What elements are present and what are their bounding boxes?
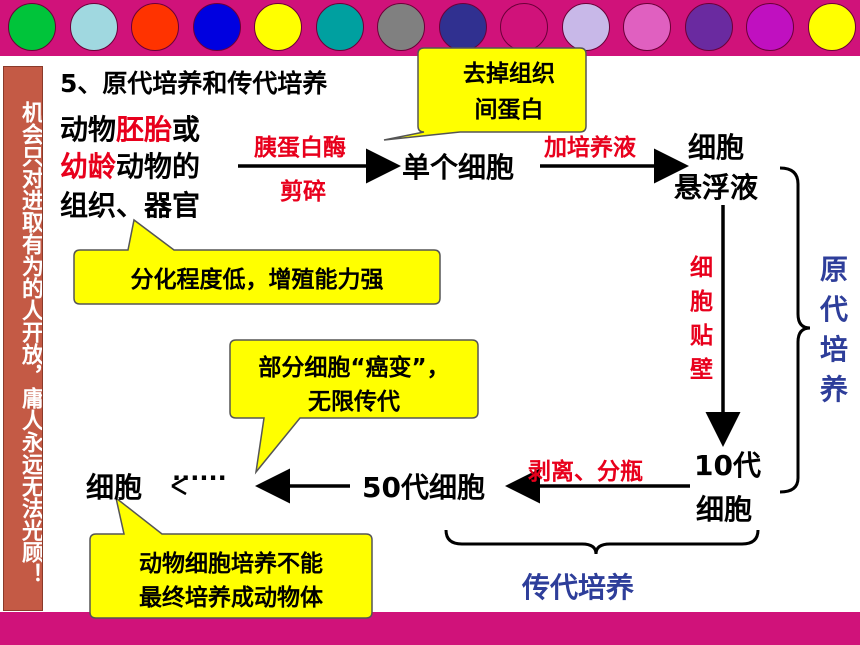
node-cell-final: 细胞 — [86, 471, 143, 504]
label-passage: 传代培养 — [522, 571, 635, 604]
callout-cancer-text-1: 部分细胞“癌变”， — [258, 355, 450, 381]
label-primary-1: 原 — [820, 253, 849, 286]
label-adherence-2: 胞 — [690, 289, 713, 315]
source-line-2: 幼龄动物的 — [60, 145, 200, 185]
banner-dot — [192, 3, 241, 51]
callout-remove-protein — [383, 47, 587, 141]
callout-low-differentiation — [73, 218, 441, 305]
source-text: 或 — [172, 113, 201, 146]
label-primary-3: 培 — [820, 333, 849, 366]
label-detach: 剥离、分瓶 — [528, 459, 643, 485]
callout-low-differentiation-text: 分化程度低，增殖能力强 — [130, 267, 384, 293]
source-text: 动物 — [60, 113, 117, 146]
label-add-medium: 加培养液 — [544, 135, 636, 161]
source-young: 幼龄 — [60, 150, 117, 183]
node-single-cell: 单个细胞 — [402, 151, 515, 184]
brace-primary — [779, 166, 811, 494]
banner-dot — [807, 3, 856, 51]
banner-dot — [8, 3, 56, 51]
label-trypsin: 胰蛋白酶 — [254, 135, 346, 161]
top-banner — [0, 0, 860, 56]
source-embryo: 胚胎 — [116, 113, 173, 146]
banner-dot — [315, 3, 364, 51]
banner-dot — [131, 3, 179, 51]
label-adherence-3: 贴 — [690, 323, 713, 349]
source-text: 动物的 — [116, 150, 201, 183]
banner-dot — [254, 3, 302, 51]
label-adherence-1: 细 — [690, 255, 713, 281]
callout-no-animal-text-2: 最终培养成动物体 — [139, 585, 323, 611]
node-gen10-2: 细胞 — [696, 493, 753, 526]
arrow-dotted-head — [171, 476, 187, 496]
banner-dot — [623, 3, 671, 51]
callout-remove-protein-text-1: 去掉组织 — [463, 61, 555, 87]
node-gen10-1: 10代 — [694, 449, 761, 482]
banner-dot — [684, 3, 733, 51]
node-suspension-2: 悬浮液 — [674, 171, 759, 204]
page-title: 5、原代培养和传代培养 — [60, 69, 328, 98]
node-suspension-1: 细胞 — [688, 131, 745, 164]
label-primary-2: 代 — [820, 293, 849, 326]
banner-dot — [438, 3, 487, 51]
label-mince: 剪碎 — [280, 179, 326, 205]
node-gen50: 50代细胞 — [362, 471, 485, 504]
banner-dot — [500, 3, 548, 51]
dotted-arrow: ······ — [172, 464, 227, 492]
sidebar-motto-panel: 机会只对进取有为的人开放，庸人永远无法光顾！ — [3, 66, 43, 611]
callout-cancer-text-2: 无限传代 — [308, 389, 400, 415]
source-line-3: 组织、器官 — [60, 189, 201, 222]
callout-remove-protein-text-2: 间蛋白 — [474, 97, 544, 123]
banner-dot — [377, 3, 425, 51]
banner-dot — [746, 3, 794, 51]
callout-no-animal-text-1: 动物细胞培养不能 — [139, 551, 323, 577]
brace-passage — [444, 529, 760, 555]
banner-dot — [69, 3, 118, 51]
label-adherence-4: 壁 — [690, 357, 713, 383]
label-primary-4: 养 — [820, 373, 849, 406]
callout-no-animal — [89, 496, 373, 619]
callout-cancer — [229, 339, 479, 475]
sidebar-motto: 机会只对进取有为的人开放，庸人永远无法光顾！ — [18, 101, 43, 585]
source-line-1: 动物胚胎或 — [60, 108, 200, 148]
